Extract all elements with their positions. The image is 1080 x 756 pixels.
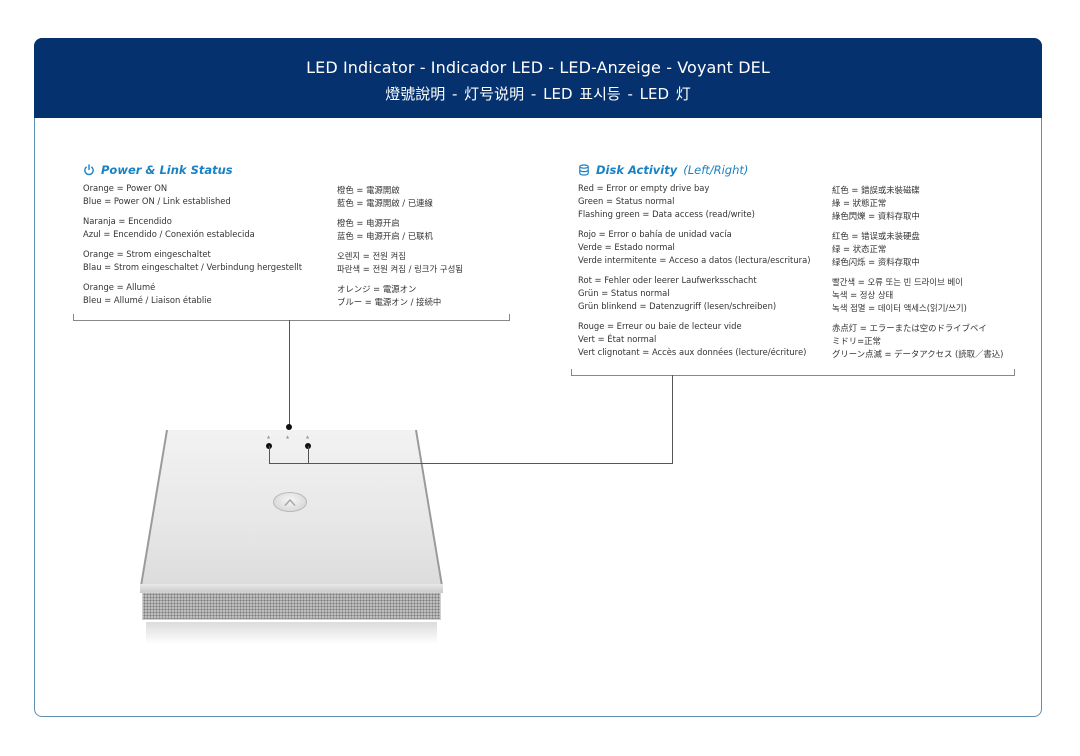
power-latin-line: Azul = Encendido / Conexión establecida — [83, 229, 255, 239]
disk-asian-line: 綠 = 狀態正常 — [832, 198, 887, 208]
disk-right-leader-line — [308, 446, 309, 463]
power-asian-line: 藍色 = 電源開啟 / 已連線 — [337, 198, 433, 208]
power-asian-line: ブルー = 電源オン / 接続中 — [337, 297, 442, 307]
disk-asian-line: 红色 = 错误或未装硬盘 — [832, 231, 920, 241]
disk-latin-group: Rot = Fehler oder leerer Laufwerksschach… — [578, 274, 810, 313]
disk-latin-line: Verde = Estado normal — [578, 242, 675, 252]
power-asian-group: 橙色 = 电源开启蓝色 = 电源开启 / 已联机 — [337, 217, 463, 243]
disk-latin-line: Grün blinkend = Datenzugriff (lesen/schr… — [578, 301, 777, 311]
power-latin-line: Naranja = Encendido — [83, 216, 172, 226]
power-asian-line: オレンジ = 電源オン — [337, 284, 417, 294]
disk-latin-line: Grün = Status normal — [578, 288, 670, 298]
power-icon — [84, 164, 94, 176]
drive-bezel — [140, 584, 443, 593]
disk-asian-line: 绿色闪烁 = 资料存取中 — [832, 257, 920, 267]
disk-asian-column: 紅色 = 錯誤或未裝磁碟綠 = 狀態正常綠色閃爍 = 資料存取中红色 = 错误或… — [832, 184, 1003, 368]
power-latin-line: Blau = Strom eingeschaltet / Verbindung … — [83, 262, 303, 272]
power-asian-group: 橙色 = 電源開啟藍色 = 電源開啟 / 已連線 — [337, 184, 463, 210]
disk-asian-line: グリーン点滅 = データアクセス (読取／書込) — [832, 349, 1004, 359]
disk-bracket — [571, 369, 1015, 376]
disk-latin-line: Verde intermitente = Acceso a datos (lec… — [578, 255, 811, 265]
page-title: LED Indicator - Indicador LED - LED-Anze… — [306, 58, 770, 77]
disk-latin-line: Vert clignotant = Accès aux données (lec… — [578, 347, 807, 357]
disk-latin-line: Red = Error or empty drive bay — [578, 183, 710, 193]
power-asian-line: 橙色 = 電源開啟 — [337, 185, 400, 195]
logo-icon — [273, 492, 307, 512]
disk-title-suffix: (Left/Right) — [683, 163, 749, 177]
disk-title-text: Disk Activity — [596, 163, 678, 177]
disk-asian-line: 녹색 점멸 = 데이터 액세스(읽기/쓰기) — [832, 303, 967, 313]
power-asian-group: オレンジ = 電源オンブルー = 電源オン / 接続中 — [337, 283, 463, 309]
drive-reflection — [146, 622, 437, 644]
database-icon — [579, 164, 589, 176]
power-bracket — [73, 314, 510, 321]
led-left-label-icon: ▲ — [267, 434, 271, 439]
power-latin-line: Bleu = Allumé / Liaison établie — [83, 295, 212, 305]
disk-latin-line: Flashing green = Data access (read/write… — [578, 209, 755, 219]
disk-left-leader-line — [269, 446, 270, 463]
disk-asian-line: ミドリ=正常 — [832, 336, 881, 346]
led-right-label-icon: ▲ — [306, 434, 310, 439]
disk-latin-line: Rot = Fehler oder leerer Laufwerksschach… — [578, 275, 757, 285]
power-latin-line: Orange = Power ON — [83, 183, 168, 193]
disk-asian-line: 绿 = 状态正常 — [832, 244, 887, 254]
disk-asian-line: 紅色 = 錯誤或未裝磁碟 — [832, 185, 920, 195]
disk-asian-group: 紅色 = 錯誤或未裝磁碟綠 = 狀態正常綠色閃爍 = 資料存取中 — [832, 184, 1003, 223]
power-asian-line: 파란색 = 전원 켜짐 / 링크가 구성됨 — [337, 264, 463, 274]
power-asian-line: 橙色 = 电源开启 — [337, 218, 400, 228]
header-banner: LED Indicator - Indicador LED - LED-Anze… — [34, 38, 1042, 118]
disk-asian-group: 红色 = 错误或未装硬盘绿 = 状态正常绿色闪烁 = 资料存取中 — [832, 230, 1003, 269]
power-latin-line: Orange = Strom eingeschaltet — [83, 249, 211, 259]
page-subtitle: 燈號說明 - 灯号说明 - LED 표시등 - LED 灯 — [385, 85, 691, 103]
disk-latin-line: Vert = État normal — [578, 334, 657, 344]
disk-asian-line: 녹색 = 정상 상태 — [832, 290, 894, 300]
disk-asian-group: 赤点灯 = エラーまたは空のドライブベイミドリ=正常グリーン点滅 = データアク… — [832, 322, 1003, 361]
drive-front-grille — [142, 592, 441, 620]
disk-vertical-leader-line — [672, 375, 673, 464]
power-led-marker — [286, 424, 292, 430]
disk-asian-line: 赤点灯 = エラーまたは空のドライブベイ — [832, 323, 987, 333]
power-latin-group: Orange = Power ON Blue = Power ON / Link … — [83, 182, 302, 208]
disk-asian-line: 빨간색 = 오류 또는 빈 드라이브 베이 — [832, 277, 963, 287]
disk-latin-line: Rouge = Erreur ou baie de lecteur vide — [578, 321, 742, 331]
disk-latin-line: Green = Status normal — [578, 196, 675, 206]
power-asian-line: 蓝色 = 电源开启 / 已联机 — [337, 231, 433, 241]
power-asian-line: 오렌지 = 전원 켜짐 — [337, 251, 406, 261]
disk-horizontal-leader-line — [269, 463, 673, 464]
power-title-text: Power & Link Status — [101, 163, 233, 177]
power-section-title: Power & Link Status — [83, 163, 233, 177]
led-power-label-icon: ▲ — [286, 434, 290, 439]
power-leader-line — [289, 320, 290, 426]
power-latin-column: Orange = Power ON Blue = Power ON / Link … — [83, 182, 302, 314]
disk-section-title: Disk Activity (Left/Right) — [578, 163, 748, 177]
power-latin-line: Orange = Allumé — [83, 282, 156, 292]
disk-asian-line: 綠色閃爍 = 資料存取中 — [832, 211, 920, 221]
power-asian-column: 橙色 = 電源開啟藍色 = 電源開啟 / 已連線橙色 = 电源开启蓝色 = 电源… — [337, 184, 463, 316]
power-latin-line: Blue = Power ON / Link established — [83, 196, 231, 206]
disk-latin-line: Rojo = Error o bahía de unidad vacía — [578, 229, 732, 239]
